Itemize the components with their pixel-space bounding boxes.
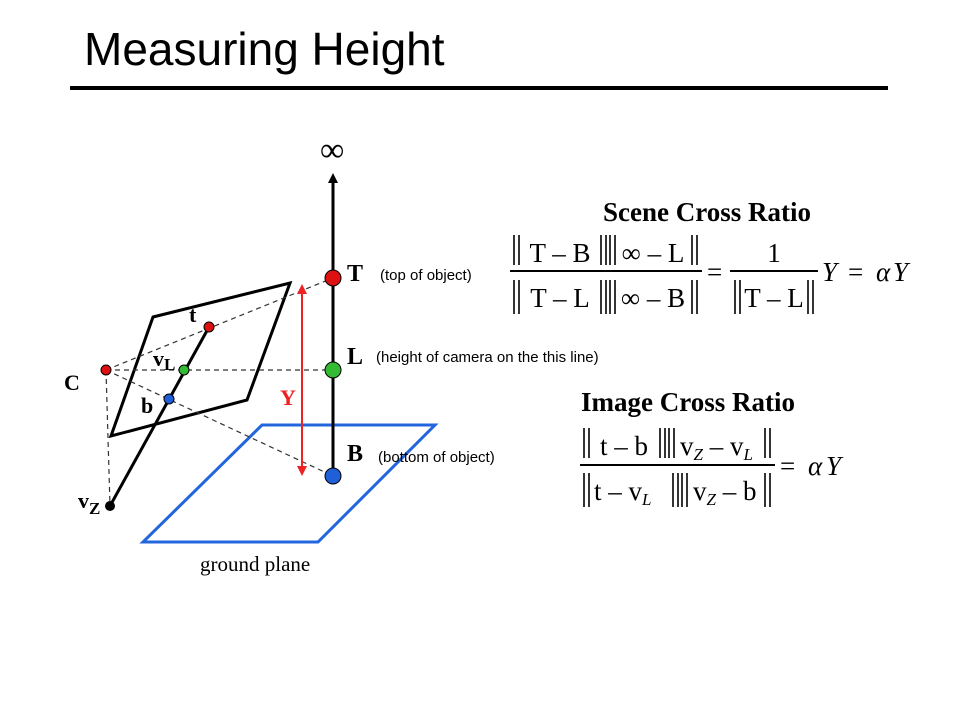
point-vl-image xyxy=(178,364,190,376)
scene-cross-ratio-formula xyxy=(510,235,818,314)
point-t-scene xyxy=(324,269,342,287)
scene-cross-ratio-heading: Scene Cross Ratio xyxy=(603,197,811,227)
scene-n1: T – B xyxy=(529,238,590,268)
dashed-line-c-vz xyxy=(105,369,111,507)
image-b-label: b xyxy=(141,393,153,418)
point-b-letter: B xyxy=(347,441,363,467)
image-vz-label: vZ xyxy=(78,488,100,518)
point-t-image xyxy=(203,321,215,333)
ground-plane-label: ground plane xyxy=(200,552,310,576)
image-eq: = xyxy=(780,451,795,481)
point-b-note: (bottom of object) xyxy=(378,449,495,466)
y-label: Y xyxy=(280,385,296,410)
scene-eq2: = xyxy=(848,257,863,287)
page-title: Measuring Height xyxy=(84,23,445,75)
point-b-scene xyxy=(324,467,342,485)
image-plane xyxy=(108,280,293,439)
scene-d2: ∞ – B xyxy=(621,283,685,313)
ground-plane xyxy=(139,423,439,544)
point-t-note: (top of object) xyxy=(380,267,472,284)
scene-rhs-d: T – L xyxy=(744,283,804,313)
point-l-scene xyxy=(324,361,342,379)
point-b-image xyxy=(163,393,175,405)
infinity-label: ∞ xyxy=(320,132,344,169)
image-cross-ratio-formula xyxy=(580,428,775,507)
title-underline xyxy=(70,86,888,90)
image-vertical-line xyxy=(108,326,211,507)
point-c xyxy=(100,364,112,376)
image-cross-ratio-heading: Image Cross Ratio xyxy=(581,387,795,417)
point-vz xyxy=(105,501,115,511)
point-t-letter: T xyxy=(347,261,363,287)
image-alpha: α xyxy=(808,451,823,481)
scene-alpha: α xyxy=(876,257,891,287)
scene-rhs-y: Y xyxy=(822,257,840,287)
scene-d1: T – L xyxy=(530,283,590,313)
image-n1: t – b xyxy=(600,431,648,461)
point-l-letter: L xyxy=(347,344,363,370)
image-vl-label: vL xyxy=(153,346,175,374)
image-t-label: t xyxy=(189,302,197,327)
dashed-line-c-b xyxy=(105,369,334,477)
camera-center-label: C xyxy=(64,370,80,395)
scene-eq: = xyxy=(707,257,722,287)
point-l-note: (height of camera on the this line) xyxy=(376,349,599,366)
scene-n2: ∞ – L xyxy=(622,238,685,268)
image-n2: vZ – vL xyxy=(680,431,753,464)
image-y: Y xyxy=(826,451,844,481)
image-d1: t – vL xyxy=(594,476,651,509)
image-d2: vZ – b xyxy=(693,476,756,509)
scene-one: 1 xyxy=(767,238,781,268)
dashed-line-c-t xyxy=(105,277,334,371)
scene-y2: Y xyxy=(893,257,911,287)
